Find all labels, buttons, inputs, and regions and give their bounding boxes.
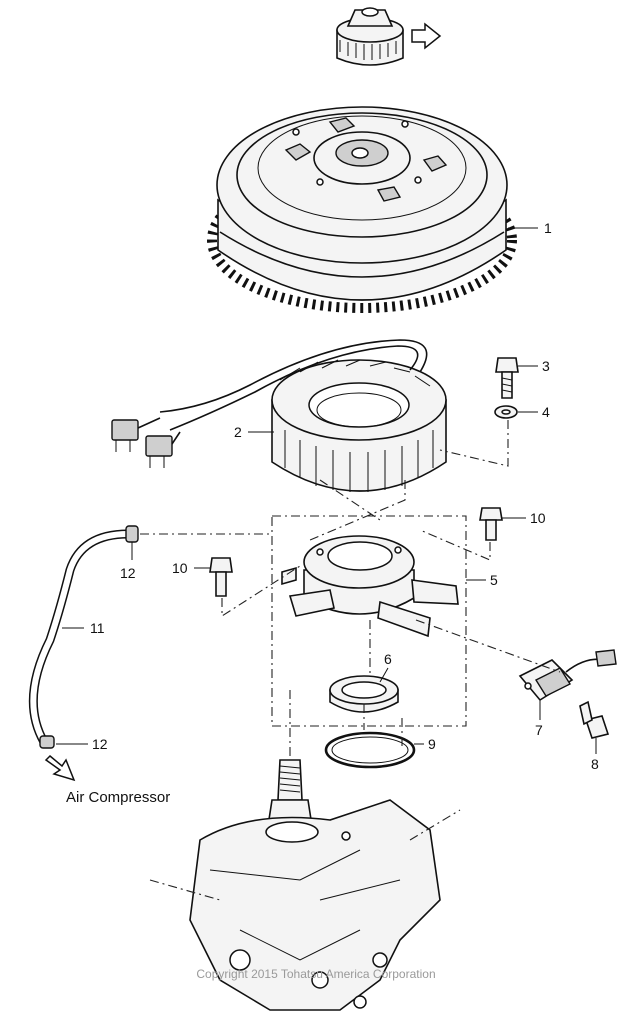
- callout-7: 7: [535, 722, 543, 738]
- callout-10-left: 10: [172, 560, 188, 576]
- callout-11: 11: [90, 620, 105, 636]
- base-bolt-left-part: [209, 557, 233, 597]
- callout-2: 2: [234, 424, 242, 440]
- pulser-coil-part: [518, 649, 617, 702]
- stator-part: [271, 359, 447, 492]
- base-bolt-right-part: [479, 507, 503, 541]
- stator-wire-harness: [111, 339, 428, 468]
- copyright-notice: Copyright 2015 Tohatsu America Corporati…: [196, 967, 435, 981]
- callout-4: 4: [542, 404, 550, 420]
- removal-direction-arrow: [411, 22, 442, 50]
- engine-block-part: [149, 799, 461, 1011]
- pulser-screw-part: [579, 700, 610, 739]
- small-screw-part: [281, 566, 297, 586]
- flywheel-nut-part: [336, 7, 404, 66]
- washer-part: [494, 405, 518, 419]
- stator-base-part: [288, 535, 459, 638]
- air-compressor-label: Air Compressor: [66, 789, 170, 806]
- hose-clamp-top-part: [125, 525, 139, 543]
- air-compressor-arrow: [44, 754, 76, 782]
- air-hose-part: [28, 529, 129, 745]
- flywheel-part: [207, 106, 517, 313]
- callout-5: 5: [490, 572, 498, 588]
- oil-seal-part: [329, 675, 399, 713]
- callout-1: 1: [544, 220, 552, 236]
- callout-9: 9: [428, 736, 436, 752]
- stator-bolt-part: [495, 357, 519, 399]
- callout-8: 8: [591, 756, 599, 772]
- crankshaft-part: [267, 759, 313, 827]
- leader-lines: [56, 227, 597, 754]
- base-assembly-bracket: [271, 515, 467, 727]
- callout-12-top: 12: [120, 565, 136, 581]
- o-ring-part: [324, 731, 416, 769]
- callout-12-bottom: 12: [92, 736, 108, 752]
- callout-3: 3: [542, 358, 550, 374]
- callout-6: 6: [384, 651, 392, 667]
- hose-clamp-bottom-part: [39, 735, 55, 749]
- callout-10-right: 10: [530, 510, 546, 526]
